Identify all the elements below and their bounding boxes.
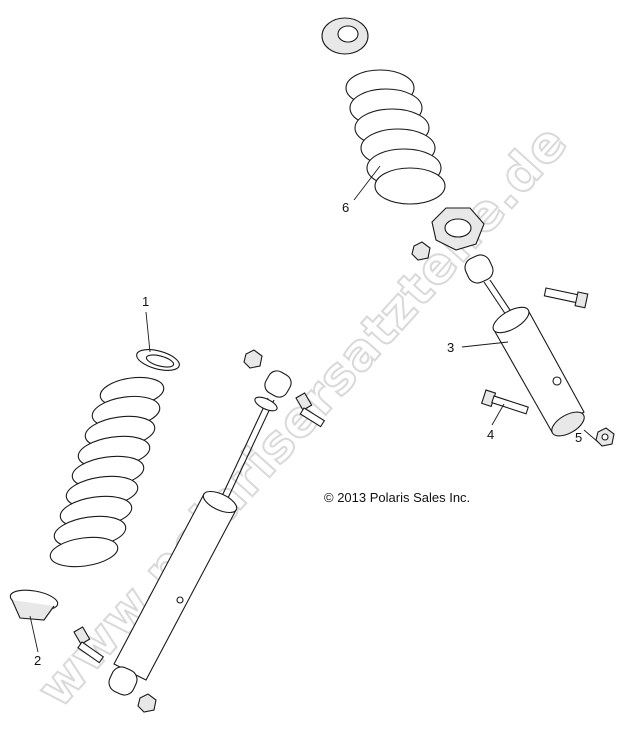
nut-5 <box>595 427 615 447</box>
bolt-4 <box>480 389 529 415</box>
bolt-shock-top <box>295 392 326 428</box>
callout-4: 4 <box>487 427 494 442</box>
leader-1 <box>145 311 151 353</box>
shock-lower-left <box>108 370 292 696</box>
nut-bottom <box>137 693 157 713</box>
leader-5 <box>583 429 599 443</box>
spring-upper <box>345 69 446 205</box>
callout-5: 5 <box>575 430 582 445</box>
shock-upper <box>464 254 585 437</box>
spring-seat-top <box>321 17 369 55</box>
spring-retainer-1 <box>136 349 180 371</box>
copyright-notice: © 2013 Polaris Sales Inc. <box>324 490 470 505</box>
callout-2: 2 <box>34 653 41 668</box>
callout-6: 6 <box>342 200 349 215</box>
spring-lower-left <box>49 376 165 568</box>
bolt-lower-left <box>73 626 105 664</box>
leader-6 <box>353 165 381 201</box>
nut-shock-top <box>243 349 263 369</box>
leader-2 <box>29 615 39 653</box>
bolt-upper-right <box>543 287 589 309</box>
leader-4 <box>491 403 505 426</box>
spring-retainer-upper <box>431 207 485 251</box>
leader-3 <box>461 341 509 348</box>
callout-3: 3 <box>447 340 454 355</box>
callout-1: 1 <box>142 294 149 309</box>
spring-seat-2 <box>9 589 59 621</box>
nut-upper <box>411 241 431 261</box>
